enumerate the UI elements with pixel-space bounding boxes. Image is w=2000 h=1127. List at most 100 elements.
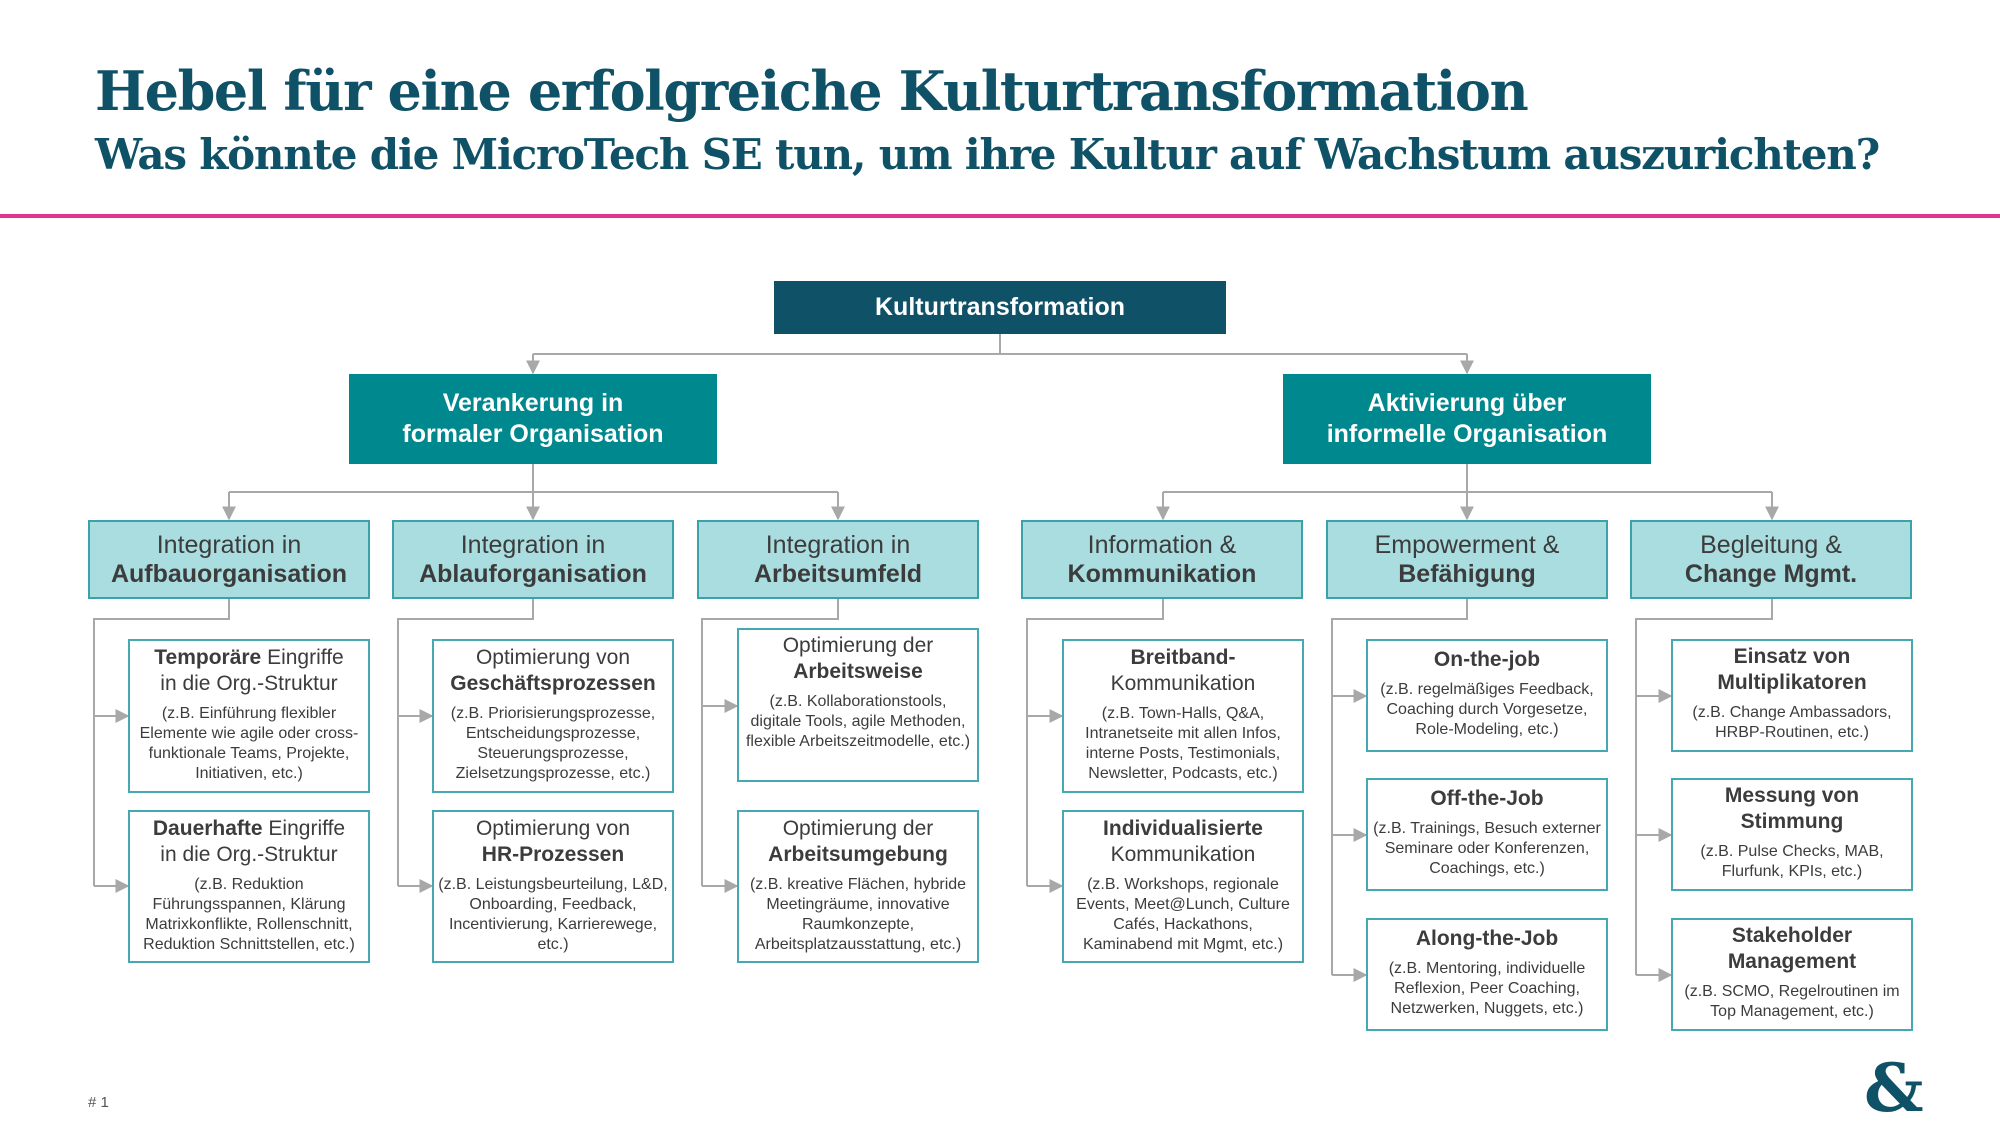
branch-label-line2: informelle Organisation xyxy=(1326,420,1608,448)
leaf-heading: Along-the-Job xyxy=(1416,926,1558,952)
leaf-heading-bold: Geschäftsprozessen xyxy=(450,672,656,695)
category-befaehigung: Empowerment & Befähigung xyxy=(1326,520,1608,599)
leaf-stimmung: Messung von Stimmung (z.B. Pulse Checks,… xyxy=(1671,778,1913,891)
leaf-detail: (z.B. Einführung flexibler Elemente wie … xyxy=(139,705,359,782)
category-label-line2: Arbeitsumfeld xyxy=(753,559,923,588)
leaf-arbeitsweise: Optimierung der Arbeitsweise (z.B. Kolla… xyxy=(737,628,979,782)
leaf-detail: (z.B. Reduktion Führungsspannen, Klärung… xyxy=(143,876,355,953)
category-arbeitsumfeld: Integration in Arbeitsumfeld xyxy=(697,520,979,599)
leaf-heading: Stakeholder Management xyxy=(1728,923,1856,975)
leaf-heading-bold: On-the-job xyxy=(1433,648,1541,671)
leaf-heading: Optimierung der Arbeitsweise xyxy=(783,633,934,685)
category-label-line2: Aufbauorganisation xyxy=(110,559,348,588)
leaf-detail: (z.B. Mentoring, individuelle Reflexion,… xyxy=(1388,960,1586,1017)
leaf-stakeholder-management: Stakeholder Management (z.B. SCMO, Regel… xyxy=(1671,918,1913,1031)
leaf-heading-bold: Stakeholder xyxy=(1731,924,1853,947)
leaf-detail: (z.B. Trainings, Besuch externer Seminar… xyxy=(1373,820,1601,877)
leaf-heading: Optimierung von HR-Prozessen xyxy=(476,816,630,868)
leaf-heading-text: Eingriffe xyxy=(262,817,346,840)
title-divider xyxy=(0,214,2000,218)
leaf-detail: (z.B. SCMO, Regelroutinen im Top Managem… xyxy=(1684,983,1900,1020)
leaf-heading-bold: Dauerhafte xyxy=(152,817,263,840)
leaf-heading-bold: Einsatz von xyxy=(1733,645,1851,668)
leaf-dauerhafte-eingriffe: Dauerhafte Eingriffe in die Org.-Struktu… xyxy=(128,810,370,963)
leaf-heading-text-2: in die Org.-Struktur xyxy=(160,672,338,695)
leaf-heading-bold: Along-the-Job xyxy=(1415,927,1559,950)
leaf-heading: Optimierung der Arbeitsumgebung xyxy=(768,816,948,868)
ampersand-logo: & xyxy=(1864,1049,1924,1127)
leaf-heading-bold-2: Multiplikatoren xyxy=(1717,671,1867,694)
root-node-kulturtransformation: Kulturtransformation xyxy=(774,281,1226,334)
leaf-heading-bold: Temporäre xyxy=(154,646,262,669)
leaf-heading-text: Optimierung der xyxy=(782,634,934,657)
page-number: # 1 xyxy=(88,1094,109,1111)
leaf-off-the-job: Off-the-Job (z.B. Trainings, Besuch exte… xyxy=(1366,778,1608,891)
category-change-mgmt: Begleitung & Change Mgmt. xyxy=(1630,520,1912,599)
leaf-temporaere-eingriffe: Temporäre Eingriffe in die Org.-Struktur… xyxy=(128,639,370,793)
leaf-detail: (z.B. Workshops, regionale Events, Meet@… xyxy=(1076,876,1290,953)
leaf-heading-text: Optimierung von xyxy=(475,817,631,840)
category-label-line2: Befähigung xyxy=(1398,559,1536,588)
leaf-heading-bold: Arbeitsumgebung xyxy=(768,843,948,866)
leaf-heading-bold: Breitband- xyxy=(1130,646,1236,669)
category-ablauforganisation: Integration in Ablauforganisation xyxy=(392,520,674,599)
leaf-heading-bold-2: Stimmung xyxy=(1740,810,1844,833)
leaf-heading-text: Optimierung der xyxy=(782,817,934,840)
leaf-heading-text-2: in die Org.-Struktur xyxy=(160,843,338,866)
leaf-detail: (z.B. Change Ambassadors, HRBP-Routinen,… xyxy=(1692,704,1892,741)
leaf-heading-bold: Arbeitsweise xyxy=(793,660,923,683)
category-label-line2: Ablauforganisation xyxy=(419,559,647,588)
leaf-heading-bold-2: Management xyxy=(1727,950,1857,973)
leaf-heading-bold: Messung von xyxy=(1724,784,1860,807)
category-label-line1: Information & xyxy=(1087,530,1237,559)
leaf-heading: Temporäre Eingriffe in die Org.-Struktur xyxy=(154,645,343,697)
leaf-breitband-kommunikation: Breitband- Kommunikation (z.B. Town-Hall… xyxy=(1062,639,1304,793)
leaf-heading-bold: Individualisierte xyxy=(1103,817,1263,840)
leaf-heading: On-the-job xyxy=(1434,647,1540,673)
page-subtitle: Was könnte die MicroTech SE tun, um ihre… xyxy=(95,130,1880,179)
category-label-line1: Empowerment & xyxy=(1374,530,1560,559)
leaf-heading-bold: HR-Prozessen xyxy=(481,843,625,866)
category-label-line1: Integration in xyxy=(156,530,302,559)
branch-label-line1: Aktivierung über xyxy=(1367,389,1567,417)
branch-formal-organisation: Verankerung in formaler Organisation xyxy=(349,374,717,464)
root-node-label: Kulturtransformation xyxy=(875,293,1125,321)
leaf-detail: (z.B. Pulse Checks, MAB, Flurfunk, KPIs,… xyxy=(1700,843,1884,880)
branch-informelle-organisation: Aktivierung über informelle Organisation xyxy=(1283,374,1651,464)
page-title: Hebel für eine erfolgreiche Kulturtransf… xyxy=(95,59,1529,123)
category-label-line2: Kommunikation xyxy=(1067,559,1257,588)
leaf-individualisierte-kommunikation: Individualisierte Kommunikation (z.B. Wo… xyxy=(1062,810,1304,963)
category-label-line1: Integration in xyxy=(460,530,606,559)
branch-label-line1: Verankerung in xyxy=(442,389,624,417)
leaf-heading-text: Kommunikation xyxy=(1110,843,1256,866)
leaf-detail: (z.B. Leistungsbeurteilung, L&D, Onboard… xyxy=(438,876,668,953)
leaf-heading: Messung von Stimmung xyxy=(1725,783,1859,835)
leaf-heading-text: Kommunikation xyxy=(1110,672,1256,695)
leaf-geschaeftsprozesse: Optimierung von Geschäftsprozessen (z.B.… xyxy=(432,639,674,793)
category-label-line1: Integration in xyxy=(765,530,911,559)
leaf-arbeitsumgebung: Optimierung der Arbeitsumgebung (z.B. kr… xyxy=(737,810,979,963)
leaf-heading-text: Eingriffe xyxy=(261,646,344,669)
branch-label-line2: formaler Organisation xyxy=(402,420,664,448)
leaf-heading: Einsatz von Multiplikatoren xyxy=(1717,644,1866,696)
leaf-heading-text: Optimierung von xyxy=(475,646,631,669)
leaf-heading: Breitband- Kommunikation xyxy=(1111,645,1256,697)
leaf-detail: (z.B. regelmäßiges Feedback, Coaching du… xyxy=(1380,681,1594,738)
leaf-detail: (z.B. Town-Halls, Q&A, Intranetseite mit… xyxy=(1085,705,1281,782)
leaf-heading: Optimierung von Geschäftsprozessen xyxy=(450,645,655,697)
leaf-hr-prozesse: Optimierung von HR-Prozessen (z.B. Leist… xyxy=(432,810,674,963)
leaf-along-the-job: Along-the-Job (z.B. Mentoring, individue… xyxy=(1366,918,1608,1031)
leaf-detail: (z.B. Kollaborationstools, digitale Tool… xyxy=(745,693,971,750)
category-kommunikation: Information & Kommunikation xyxy=(1021,520,1303,599)
category-aufbauorganisation: Integration in Aufbauorganisation xyxy=(88,520,370,599)
leaf-on-the-job: On-the-job (z.B. regelmäßiges Feedback, … xyxy=(1366,639,1608,752)
leaf-heading-bold: Off-the-Job xyxy=(1430,787,1544,810)
leaf-heading: Individualisierte Kommunikation xyxy=(1103,816,1263,868)
category-label-line2: Change Mgmt. xyxy=(1684,559,1858,588)
category-label-line1: Begleitung & xyxy=(1700,530,1842,559)
leaf-heading: Dauerhafte Eingriffe in die Org.-Struktu… xyxy=(153,816,345,868)
leaf-heading: Off-the-Job xyxy=(1430,786,1543,812)
leaf-detail: (z.B. kreative Flächen, hybride Meetingr… xyxy=(749,876,967,953)
leaf-multiplikatoren: Einsatz von Multiplikatoren (z.B. Change… xyxy=(1671,639,1913,752)
